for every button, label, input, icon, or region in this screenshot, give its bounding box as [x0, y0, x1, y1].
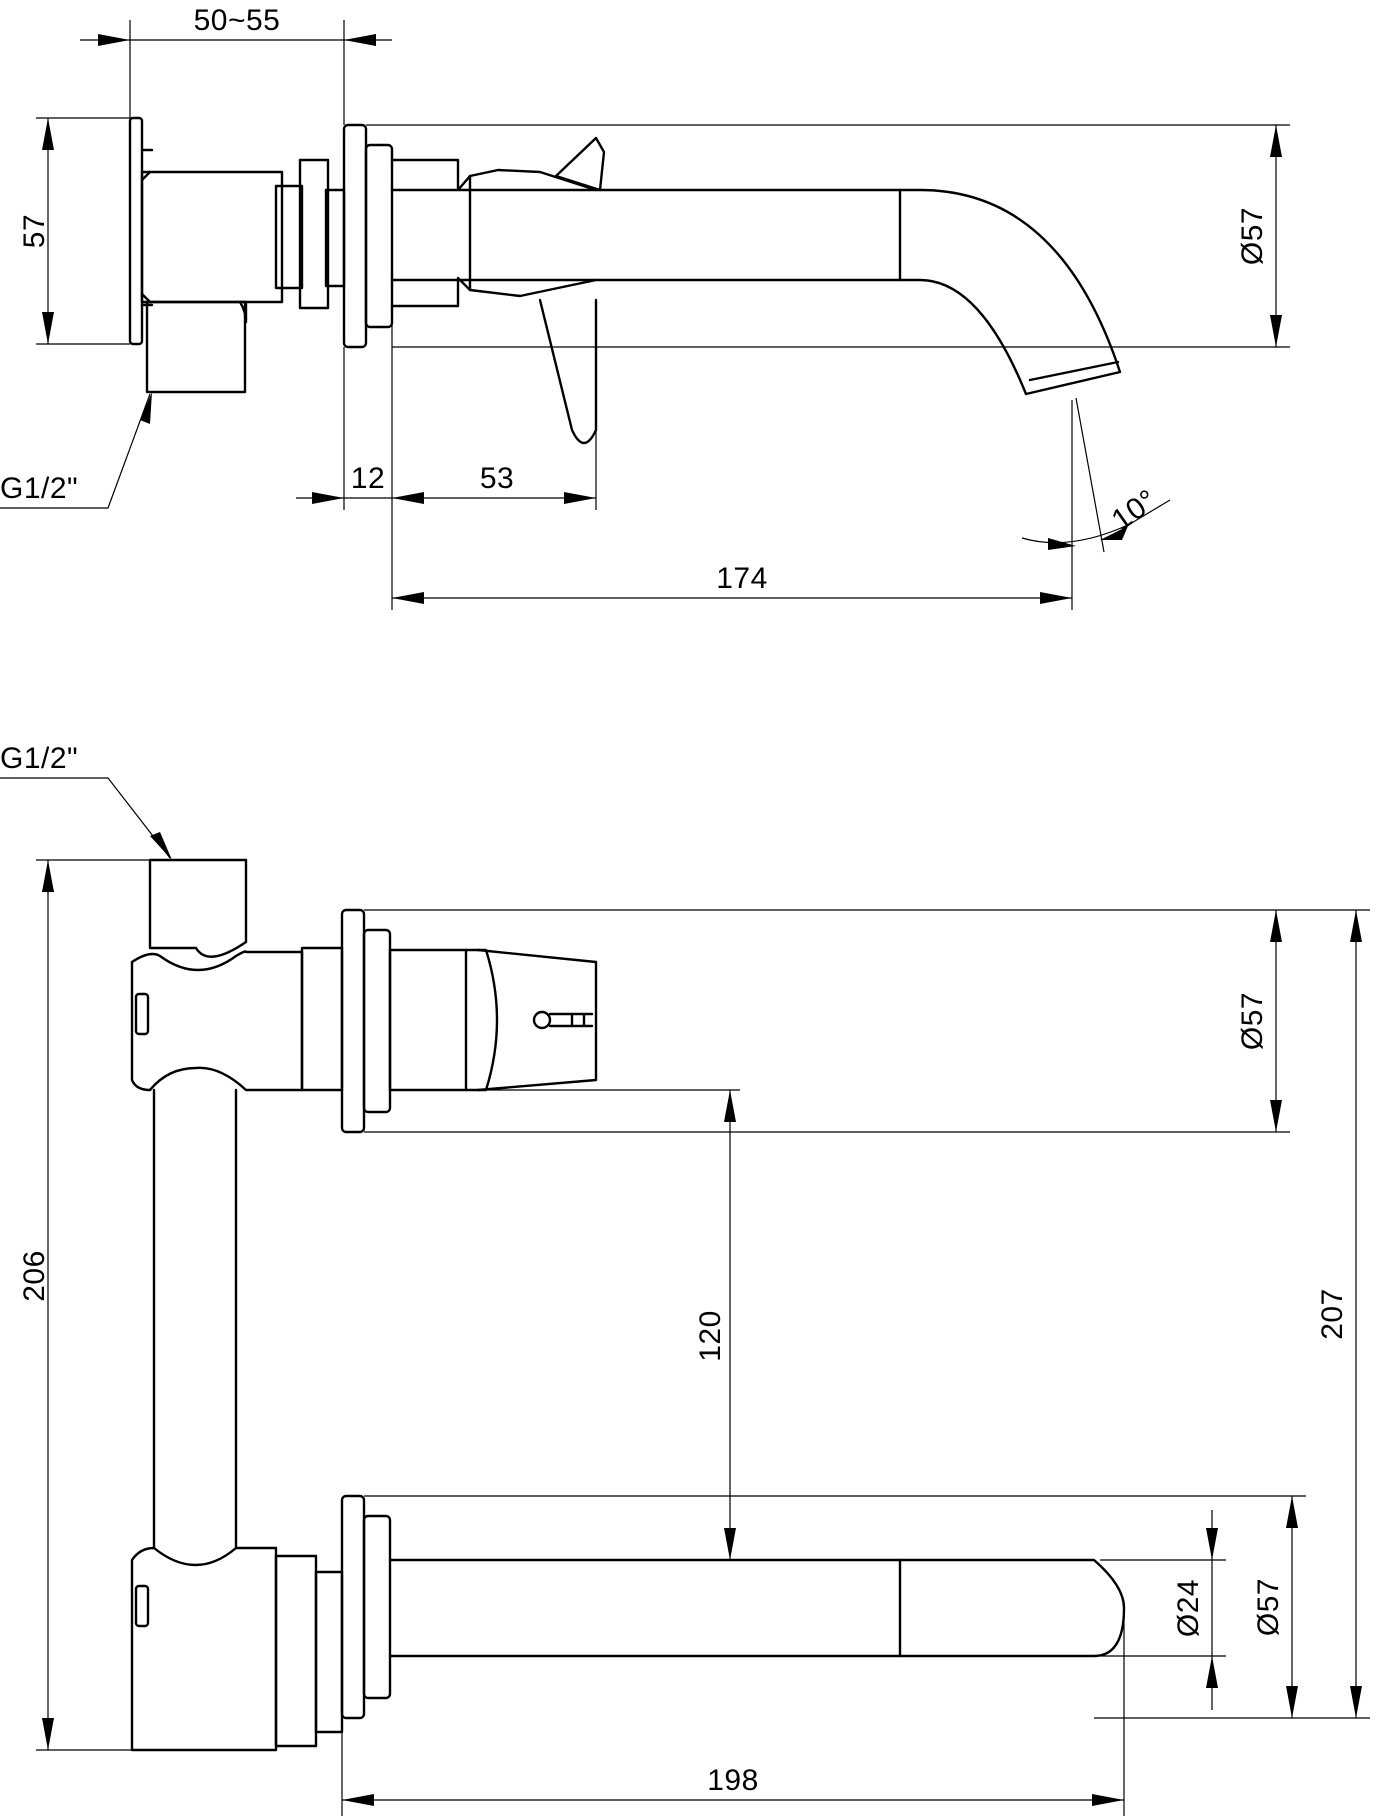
- side-view: 50~55 57 Ø57 G1/2": [0, 4, 1290, 610]
- rosette: [342, 123, 394, 349]
- dim-rosette-diameter: Ø57: [1236, 207, 1269, 265]
- front-dimensions: G1/2" 206 Ø57 120: [0, 742, 1370, 1816]
- front-spout: [388, 1558, 1126, 1658]
- side-thread-label: G1/2": [0, 472, 78, 505]
- side-dimensions: 50~55 57 Ø57 G1/2": [0, 4, 1290, 610]
- dim-spout-reach: 174: [716, 562, 768, 595]
- dim-total-height-right: 207: [1316, 1288, 1349, 1340]
- front-lever-rosette: [300, 908, 598, 1134]
- dim-rosette-upper: Ø57: [1236, 992, 1269, 1050]
- dim-total-height: 206: [18, 1250, 51, 1302]
- front-body: [130, 950, 344, 1752]
- front-inlet-pipe: [148, 858, 248, 958]
- inlet-pipe: [145, 300, 247, 394]
- dim-wall-depth: 50~55: [194, 4, 281, 37]
- front-spout-rosette: [340, 1494, 392, 1720]
- dim-rosette-thickness: 12: [351, 462, 385, 495]
- dim-axis-distance: 120: [694, 1310, 727, 1362]
- front-thread-label: G1/2": [0, 742, 78, 775]
- concealed-body: [140, 158, 346, 324]
- dim-rosette-lower: Ø57: [1252, 1578, 1285, 1636]
- dim-spout-length: 198: [707, 1764, 759, 1797]
- spout: [390, 188, 1122, 396]
- front-view: G1/2" 206 Ø57 120: [0, 742, 1370, 1816]
- dim-plate-height: 57: [18, 214, 51, 248]
- dim-spout-diameter: Ø24: [1172, 1579, 1205, 1637]
- lever-handle: [390, 136, 606, 445]
- dim-spout-angle: 10°: [1106, 483, 1163, 537]
- dim-lever-offset: 53: [480, 462, 514, 495]
